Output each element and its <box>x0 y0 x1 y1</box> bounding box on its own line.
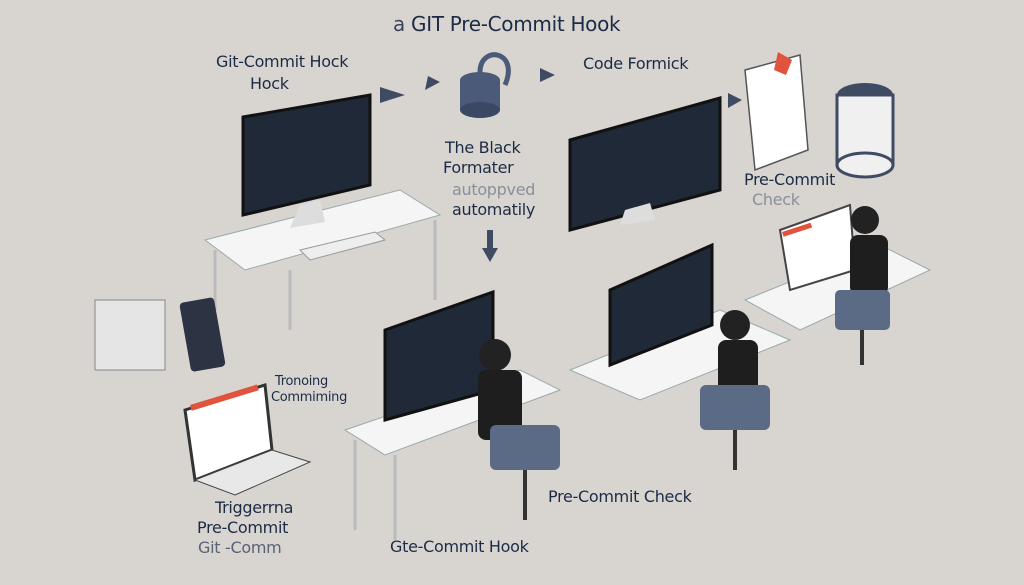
top-right-desk <box>743 203 932 365</box>
left-monitor <box>241 93 387 261</box>
document-icon <box>744 52 809 172</box>
label-black-3: autoppved <box>452 180 536 199</box>
center-monitor <box>568 96 722 232</box>
title-main: GIT Pre-Commit Hook <box>411 12 621 36</box>
database-icon-top <box>460 52 511 118</box>
label-bottom-hook: Gte-Commit Hook <box>390 537 529 556</box>
label-triggering-3: Git -Comm <box>198 538 282 557</box>
label-triggering-2: Pre-Commit <box>197 518 289 537</box>
label-check-top: Check <box>752 190 800 209</box>
label-bottom-check: Pre-Commit Check <box>548 487 692 506</box>
label-black-4: automatily <box>452 200 536 219</box>
right-database-icon <box>835 83 895 179</box>
arrow-icons <box>380 68 742 262</box>
label-triggering: Triggerrna <box>215 498 294 517</box>
label-pre-commit-top: Pre-Commit <box>744 170 836 189</box>
tablet <box>94 297 226 372</box>
middle-desk <box>568 242 792 470</box>
title-prefix: a <box>393 12 405 36</box>
label-code-format: Code Formick <box>583 54 689 73</box>
label-git-commit-hook: Git-Commit Hock <box>216 52 349 71</box>
label-black-1: The Black <box>445 138 521 157</box>
label-git-commit-hook-2: Hock <box>250 74 289 93</box>
left-desk <box>203 189 442 330</box>
bottom-desk <box>343 289 562 540</box>
label-black-2: Formater <box>443 158 514 177</box>
label-tronoing: Tronoing <box>275 374 328 389</box>
label-commiming: Commiming <box>271 390 348 405</box>
title: a GIT Pre-Commit Hook <box>393 12 621 36</box>
laptop <box>183 383 312 496</box>
